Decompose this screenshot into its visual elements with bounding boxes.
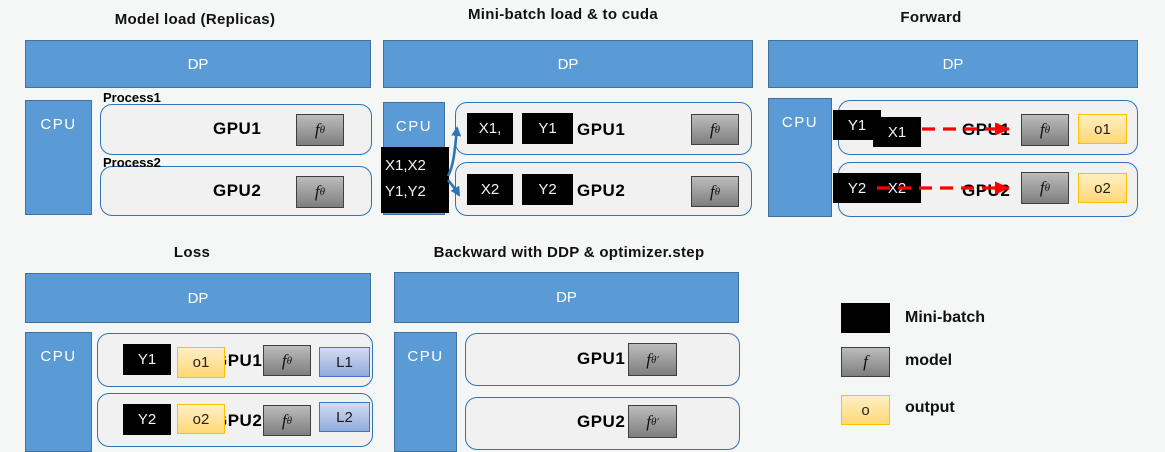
legend-model-glyph: f (863, 352, 868, 371)
panel-title-forward: Forward (900, 9, 962, 26)
panel-title-loss: Loss (173, 244, 211, 261)
model-fn: f (646, 411, 651, 431)
model-fn: f (646, 349, 651, 369)
gpu1-label: GPU1 (213, 119, 262, 138)
loss-l1-chip: L1 (319, 347, 370, 377)
legend-label-model: model (905, 352, 953, 369)
y2-label: Y2 (847, 179, 867, 197)
minibatch-y1-chip: Y1 (522, 113, 573, 144)
cpu-block: CPU (25, 332, 92, 452)
y2-label: Y2 (137, 411, 157, 428)
panel-title-model-load: Model load (Replicas) (114, 11, 276, 28)
dp-label: DP (187, 55, 209, 73)
x1-label: X1 (887, 123, 907, 141)
o2-label: o2 (1094, 179, 1111, 197)
dp-label: DP (557, 55, 579, 73)
x2-label: X2 (480, 181, 500, 198)
y1-label: Y1 (538, 120, 557, 137)
y1-label: Y1 (847, 116, 867, 134)
gpu2-label: GPU2 (577, 412, 626, 431)
cpu-label: CPU (40, 348, 77, 365)
model-fn: f (281, 410, 287, 430)
forward-x1-chip: X1 (873, 117, 921, 147)
l1-label: L1 (336, 353, 353, 371)
l2-label: L2 (336, 408, 353, 426)
stack-line1: X1,X2 (385, 157, 426, 174)
gpu2-label: GPU2 (213, 181, 262, 200)
minibatch-x1-chip: X1, (467, 113, 513, 144)
dp-bar: DP (394, 272, 739, 323)
process1-label: Process1 (103, 90, 161, 105)
dp-label: DP (942, 55, 964, 73)
gpu2-label: GPU2 (214, 411, 263, 430)
model-fn: f (1039, 120, 1045, 139)
legend-swatch-minibatch (841, 303, 890, 333)
loss-l2-chip: L2 (319, 402, 370, 432)
legend-swatch-output: o (841, 395, 890, 425)
forward-arrows-icon (877, 122, 1010, 195)
cpu-label: CPU (781, 114, 819, 131)
cpu-block: CPU (394, 332, 457, 452)
model-fn: f (314, 120, 320, 139)
dp-label: DP (556, 289, 577, 306)
model-fn: f (314, 182, 320, 201)
model-fn: f (709, 181, 715, 201)
gpu1-label: GPU1 (577, 120, 626, 139)
dp-bar: DP (25, 273, 371, 323)
process2-label: Process2 (103, 155, 161, 170)
legend-label-output: output (905, 399, 955, 416)
gpu1-label: GPU1 (214, 351, 263, 370)
model-fn: f (1039, 178, 1045, 197)
loss-y1-chip: Y1 (123, 344, 171, 375)
gpu2-label: GPU2 (577, 181, 626, 200)
minibatch-stack: X1,X2 Y1,Y2 (381, 147, 449, 213)
cpu-label: CPU (395, 118, 433, 135)
cpu-block: CPU (25, 100, 92, 215)
legend-swatch-model: f (841, 347, 890, 377)
gpu1-box (465, 333, 740, 386)
output-o2-chip: o2 (177, 404, 225, 434)
o1-label: o1 (192, 354, 210, 371)
model-fn: f (281, 350, 287, 370)
o1-label: o1 (1094, 120, 1111, 138)
y1-label: Y1 (137, 351, 157, 368)
panel-title-backward: Backward with DDP & optimizer.step (433, 244, 705, 261)
panel-title-minibatch: Mini-batch load & to cuda (468, 6, 658, 23)
legend-output-glyph: o (861, 401, 870, 419)
minibatch-y2-chip: Y2 (522, 174, 573, 205)
gpu2-box (465, 397, 740, 450)
output-o1-chip: o1 (177, 347, 225, 378)
scatter-arrows-icon (446, 126, 462, 197)
output-o1-chip: o1 (1078, 114, 1127, 144)
gpu1-label: GPU1 (577, 349, 626, 368)
legend-label-minibatch: Mini-batch (905, 309, 985, 326)
output-o2-chip: o2 (1078, 173, 1127, 203)
model-fn: f (709, 119, 715, 139)
o2-label: o2 (192, 410, 210, 428)
dp-label: DP (187, 289, 209, 307)
minibatch-x2-chip: X2 (467, 174, 513, 205)
y2-label: Y2 (538, 181, 557, 198)
dp-bar: DP (383, 40, 753, 88)
cpu-label: CPU (40, 116, 77, 133)
loss-y2-chip: Y2 (123, 404, 171, 435)
cpu-block: CPU (768, 98, 832, 217)
x2-label: X2 (887, 179, 907, 197)
stack-line2: Y1,Y2 (385, 183, 426, 200)
x1-label: X1, (478, 120, 502, 137)
dp-bar: DP (25, 40, 371, 88)
dp-bar: DP (768, 40, 1138, 88)
cpu-label: CPU (407, 348, 444, 365)
